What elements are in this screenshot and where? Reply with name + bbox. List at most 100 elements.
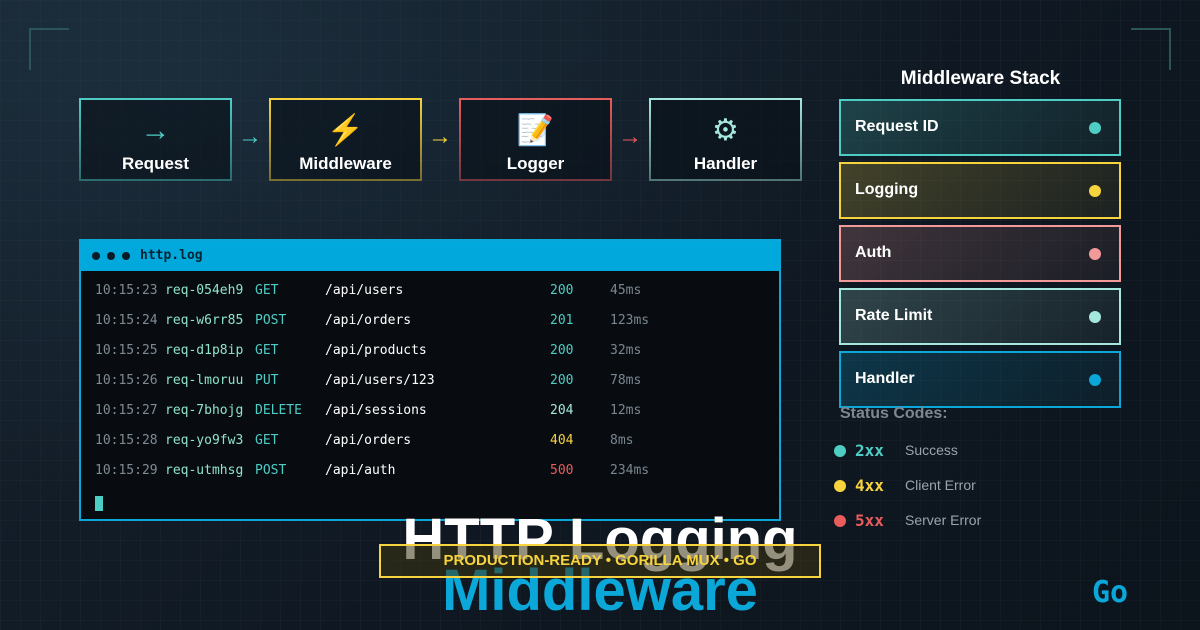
log-row: 10:15:29 req-utmhsg POST /api/auth 500 2… bbox=[81, 463, 779, 483]
log-row: 10:15:25 req-d1p8ip GET /api/products 20… bbox=[81, 343, 779, 363]
log-path: /api/users bbox=[325, 283, 404, 298]
status-dot-icon bbox=[1089, 311, 1101, 323]
arrow-right-icon: → bbox=[140, 114, 171, 147]
log-method: DELETE bbox=[255, 403, 302, 418]
status-codes-title: Status Codes: bbox=[840, 405, 948, 422]
log-time: 10:15:24 bbox=[95, 313, 158, 328]
log-path: /api/orders bbox=[325, 313, 412, 328]
log-terminal-window: http.log 10:15:23 req-054eh9 GET /api/us… bbox=[79, 239, 781, 521]
flow-step-handler: ⚙ Handler bbox=[649, 98, 802, 181]
flow-step-request: → Request bbox=[79, 98, 232, 181]
flow-connector-arrow-icon: → bbox=[238, 123, 262, 150]
log-status: 201 bbox=[550, 313, 574, 328]
log-time: 10:15:26 bbox=[95, 373, 158, 388]
corner-bracket-top-right bbox=[1131, 28, 1171, 70]
window-dot-icon[interactable] bbox=[107, 252, 115, 260]
legend-item: 4xx Client Error bbox=[834, 474, 1134, 496]
terminal-cursor bbox=[95, 496, 103, 511]
log-method: GET bbox=[255, 343, 279, 358]
terminal-title: http.log bbox=[140, 248, 203, 263]
legend-description: Success bbox=[905, 442, 958, 458]
tagline-badge: PRODUCTION-READY • GORILLA MUX • GO bbox=[379, 544, 821, 578]
legend-description: Server Error bbox=[905, 512, 982, 528]
go-logo: Go bbox=[1092, 575, 1129, 610]
log-duration: 45ms bbox=[610, 283, 642, 298]
flow-step-logger: 📝 Logger bbox=[459, 98, 612, 181]
log-row: 10:15:28 req-yo9fw3 GET /api/orders 404 … bbox=[81, 433, 779, 453]
status-dot-icon bbox=[1089, 122, 1101, 134]
corner-bracket-top-left bbox=[29, 28, 69, 70]
log-path: /api/users/123 bbox=[325, 373, 435, 388]
log-status: 200 bbox=[550, 283, 574, 298]
stack-item-label: Auth bbox=[855, 244, 892, 261]
legend-code: 5xx bbox=[855, 511, 884, 530]
memo-icon: 📝 bbox=[516, 114, 555, 147]
log-status: 500 bbox=[550, 463, 574, 478]
log-row: 10:15:24 req-w6rr85 POST /api/orders 201… bbox=[81, 313, 779, 333]
terminal-title-bar: http.log bbox=[81, 241, 779, 271]
window-dot-icon[interactable] bbox=[122, 252, 130, 260]
stack-item-label: Logging bbox=[855, 181, 919, 198]
log-path: /api/products bbox=[325, 343, 427, 358]
status-dot-icon bbox=[1089, 374, 1101, 386]
legend-description: Client Error bbox=[905, 477, 976, 493]
log-duration: 123ms bbox=[610, 313, 650, 328]
stack-item-rate-limit: Rate Limit bbox=[839, 288, 1121, 345]
legend-code: 4xx bbox=[855, 476, 884, 495]
log-method: POST bbox=[255, 313, 287, 328]
status-dot-icon bbox=[1089, 185, 1101, 197]
window-dot-icon[interactable] bbox=[92, 252, 100, 260]
log-duration: 32ms bbox=[610, 343, 642, 358]
stack-item-handler: Handler bbox=[839, 351, 1121, 408]
log-method: GET bbox=[255, 283, 279, 298]
legend-dot-icon bbox=[834, 480, 846, 492]
log-request-id: req-d1p8ip bbox=[165, 343, 244, 358]
stack-item-auth: Auth bbox=[839, 225, 1121, 282]
log-request-id: req-w6rr85 bbox=[165, 313, 244, 328]
log-request-id: req-yo9fw3 bbox=[165, 433, 244, 448]
lightning-icon: ⚡ bbox=[326, 114, 365, 147]
log-duration: 12ms bbox=[610, 403, 642, 418]
legend-dot-icon bbox=[834, 445, 846, 457]
flow-step-label: Handler bbox=[693, 154, 758, 173]
log-request-id: req-lmoruu bbox=[165, 373, 244, 388]
stack-item-logging: Logging bbox=[839, 162, 1121, 219]
log-method: POST bbox=[255, 463, 287, 478]
stack-item-label: Request ID bbox=[855, 118, 939, 135]
log-time: 10:15:29 bbox=[95, 463, 158, 478]
log-status: 404 bbox=[550, 433, 574, 448]
log-request-id: req-054eh9 bbox=[165, 283, 244, 298]
legend-item: 5xx Server Error bbox=[834, 509, 1134, 531]
log-time: 10:15:28 bbox=[95, 433, 158, 448]
log-status: 200 bbox=[550, 373, 574, 388]
log-path: /api/orders bbox=[325, 433, 412, 448]
log-duration: 8ms bbox=[610, 433, 634, 448]
log-request-id: req-utmhsg bbox=[165, 463, 244, 478]
log-time: 10:15:25 bbox=[95, 343, 158, 358]
stack-item-label: Rate Limit bbox=[855, 307, 933, 324]
log-status: 204 bbox=[550, 403, 574, 418]
middleware-stack-title: Middleware Stack bbox=[900, 68, 1061, 89]
log-path: /api/sessions bbox=[325, 403, 427, 418]
flow-connector-arrow-icon: → bbox=[428, 123, 452, 150]
flow-step-label: Request bbox=[121, 154, 190, 173]
log-status: 200 bbox=[550, 343, 574, 358]
log-duration: 234ms bbox=[610, 463, 650, 478]
legend-item: 2xx Success bbox=[834, 439, 1134, 461]
status-dot-icon bbox=[1089, 248, 1101, 260]
flow-step-label: Middleware bbox=[299, 154, 392, 173]
legend-code: 2xx bbox=[855, 441, 884, 460]
flow-step-label: Logger bbox=[506, 154, 565, 173]
flow-step-middleware: ⚡ Middleware bbox=[269, 98, 422, 181]
log-request-id: req-7bhojg bbox=[165, 403, 244, 418]
log-path: /api/auth bbox=[325, 463, 396, 478]
stack-item-request-id: Request ID bbox=[839, 99, 1121, 156]
log-time: 10:15:27 bbox=[95, 403, 158, 418]
flow-connector-arrow-icon: → bbox=[618, 123, 642, 150]
stack-item-label: Handler bbox=[855, 370, 915, 387]
log-method: PUT bbox=[255, 373, 279, 388]
log-row: 10:15:27 req-7bhojg DELETE /api/sessions… bbox=[81, 403, 779, 423]
log-row: 10:15:26 req-lmoruu PUT /api/users/123 2… bbox=[81, 373, 779, 393]
gear-icon: ⚙ bbox=[712, 114, 739, 147]
log-time: 10:15:23 bbox=[95, 283, 158, 298]
